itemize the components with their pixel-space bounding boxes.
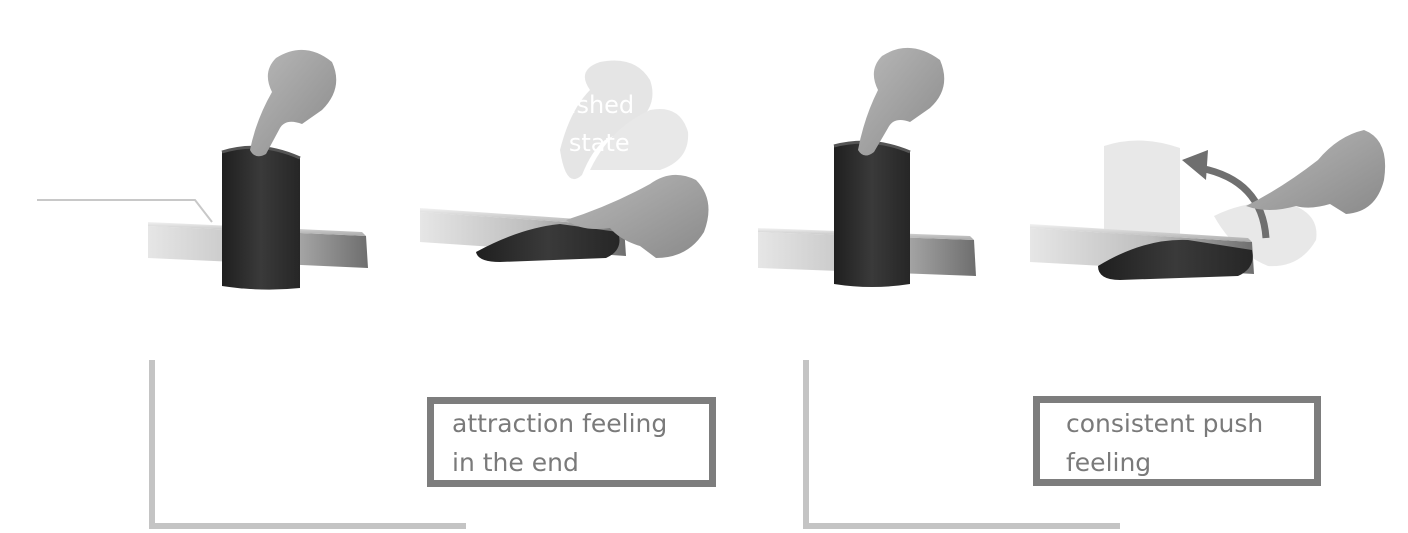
caption-right-line-1: consistent push [1066, 409, 1264, 438]
leather-flap-icon [221, 145, 301, 290]
caption-box-left [427, 397, 716, 487]
ghost-label-line-2: n state [546, 129, 630, 157]
leather-flap-icon [476, 224, 620, 262]
bracket-right [803, 360, 1120, 529]
ghost-state-label: pushed n state [546, 86, 634, 162]
caption-left-line-2: in the end [452, 448, 579, 477]
ghost-label-line-1: pushed [546, 91, 635, 119]
hand-pointer-icon [566, 174, 709, 258]
caption-left-line-1: attraction feeling [452, 409, 668, 438]
leader-line [37, 199, 213, 223]
panel-3-upright [758, 47, 976, 287]
leather-flap-icon [1098, 239, 1253, 280]
caption-right-line-2: feeling [1066, 448, 1152, 477]
hand-pointer-icon [858, 47, 945, 156]
caption-right: consistent push feeling [1066, 404, 1263, 482]
leather-flap-icon [833, 140, 911, 287]
ghost-hands [560, 60, 689, 180]
hand-pointer-icon [1246, 130, 1386, 214]
arrow-curved-icon [1182, 150, 1270, 239]
panel-2-pushed [420, 60, 709, 262]
caption-box-right [1033, 396, 1321, 486]
bracket-left [149, 360, 466, 529]
caption-left: attraction feeling in the end [452, 404, 667, 482]
hand-pointer-icon [250, 49, 337, 157]
panel-1-upright [148, 49, 368, 290]
panel-4-return [1030, 130, 1386, 280]
